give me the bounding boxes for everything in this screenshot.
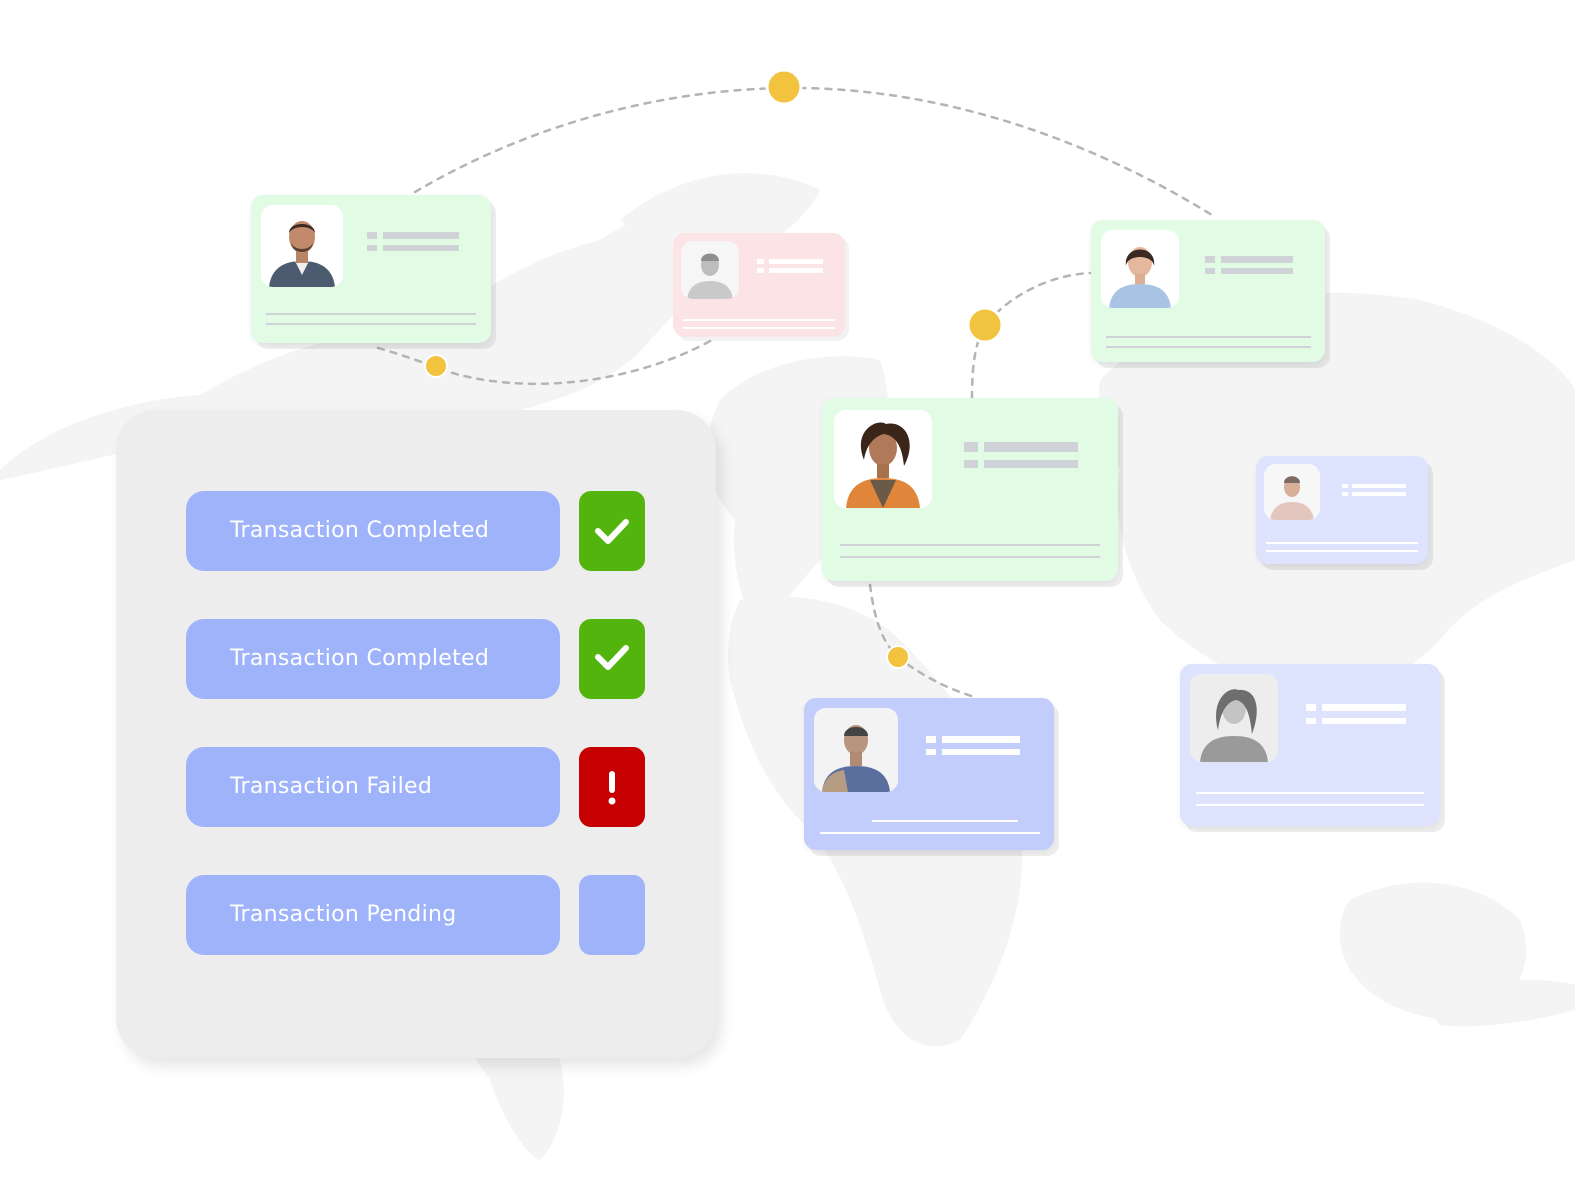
transaction-status-label: Transaction Completed: [186, 491, 560, 571]
profile-photo: [834, 410, 932, 508]
transaction-status-label: Transaction Pending: [186, 875, 560, 955]
status-indicator-pending: [579, 875, 645, 955]
profile-photo: [1264, 464, 1320, 520]
profile-card: [804, 698, 1054, 850]
status-indicator-failed: [579, 747, 645, 827]
profile-card: [251, 195, 491, 343]
profile-card: [1180, 664, 1440, 826]
transaction-row: Transaction Completed: [186, 619, 646, 699]
check-icon: [595, 645, 629, 670]
profile-photo: [1190, 674, 1278, 762]
profile-card: [673, 233, 845, 337]
exclamation-icon: [608, 771, 616, 805]
profile-card: [1091, 220, 1325, 362]
transaction-row: Transaction Failed: [186, 747, 646, 827]
transaction-row: Transaction Completed: [186, 491, 646, 571]
transaction-status-label: Transaction Completed: [186, 619, 560, 699]
profile-card: [1256, 456, 1428, 564]
profile-photo: [814, 708, 898, 792]
status-indicator-completed: [579, 619, 645, 699]
transaction-status-panel: Transaction Completed Transaction Comple…: [116, 410, 716, 1058]
profile-photo: [261, 205, 343, 287]
profile-photo: [681, 241, 739, 299]
status-indicator-completed: [579, 491, 645, 571]
transaction-row: Transaction Pending: [186, 875, 646, 955]
transaction-status-label: Transaction Failed: [186, 747, 560, 827]
check-icon: [595, 519, 629, 544]
profile-card: [822, 398, 1118, 581]
profile-photo: [1101, 230, 1179, 308]
